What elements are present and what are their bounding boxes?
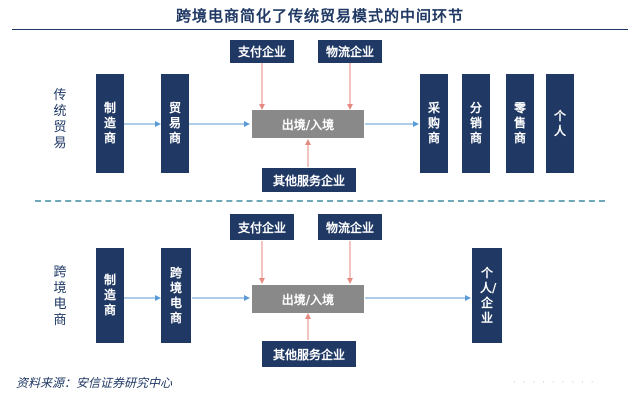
box-other-services-traditional: 其他服务企业 bbox=[262, 168, 356, 192]
section-label-traditional: 传统贸易 bbox=[53, 88, 67, 151]
box-payment-crossborder: 支付企业 bbox=[230, 214, 294, 240]
section-divider bbox=[35, 200, 605, 202]
box-customs-traditional: 出境/入境 bbox=[252, 110, 364, 138]
decorative-dots: · · · · · · · · · bbox=[513, 378, 596, 388]
box-payment-traditional: 支付企业 bbox=[230, 40, 294, 63]
box-logistics-crossborder: 物流企业 bbox=[318, 214, 382, 240]
box-logistics-traditional: 物流企业 bbox=[318, 40, 382, 63]
box-trader: 贸易商 bbox=[161, 74, 189, 173]
box-customs-crossborder: 出境/入境 bbox=[252, 285, 364, 313]
box-retailer: 零售商 bbox=[506, 74, 534, 173]
box-distributor: 分销商 bbox=[462, 74, 490, 173]
box-customer: 个人/企业 bbox=[472, 248, 502, 343]
box-crossborder-platform: 跨境电商 bbox=[161, 248, 191, 343]
source-note: 资料来源：安信证券研究中心 bbox=[16, 376, 173, 390]
box-other-services-crossborder: 其他服务企业 bbox=[262, 341, 356, 367]
title-underline bbox=[12, 29, 628, 30]
box-manufacturer-traditional: 制造商 bbox=[96, 74, 124, 173]
box-purchaser: 采购商 bbox=[420, 74, 448, 173]
box-individual: 个人 bbox=[546, 74, 574, 173]
section-label-crossborder: 跨境电商 bbox=[53, 265, 67, 328]
box-manufacturer-crossborder: 制造商 bbox=[96, 248, 124, 343]
diagram-title: 跨境电商简化了传统贸易模式的中间环节 bbox=[175, 7, 464, 25]
